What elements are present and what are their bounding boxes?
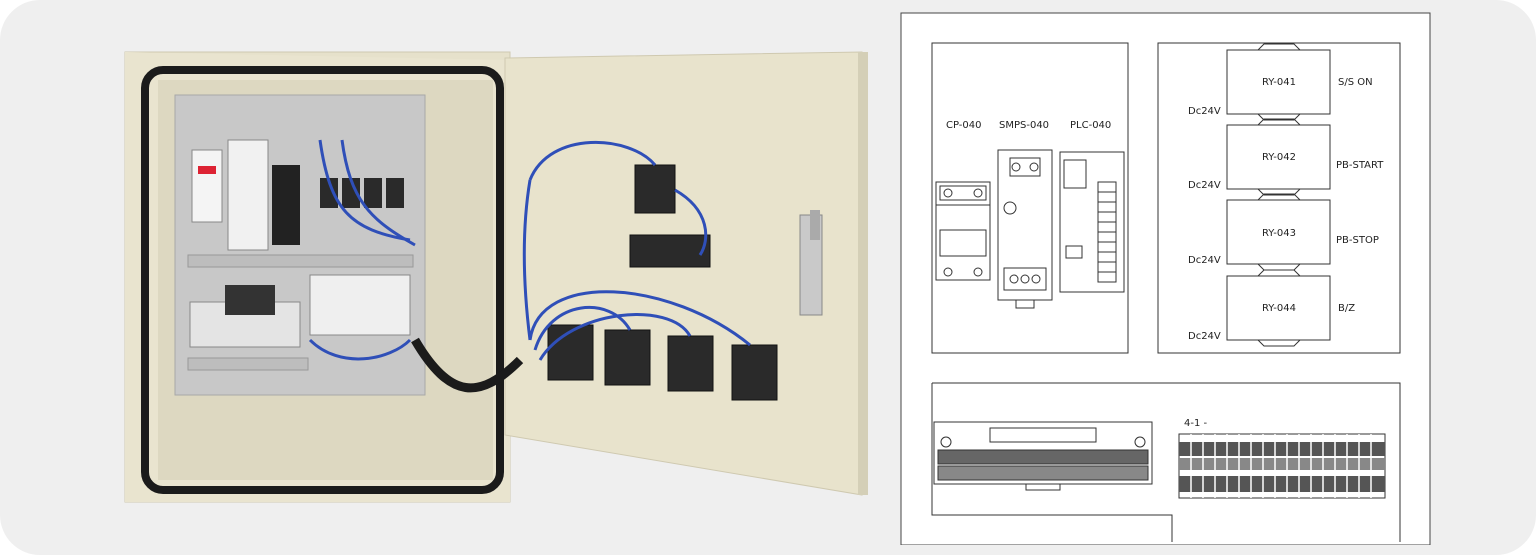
- relay-supply-043: Dc24V: [1188, 255, 1221, 266]
- connector-terminal-block: [933, 421, 1153, 491]
- relay-function-042: PB-START: [1336, 160, 1384, 171]
- relay-panel: RY-041 S/S ON Dc24V RY-042 PB-START Dc24…: [1157, 42, 1401, 354]
- terminal-panel: 4-1 -: [931, 382, 1401, 542]
- smps-drawing: [997, 149, 1053, 309]
- relay-function-043: PB-STOP: [1336, 235, 1379, 246]
- relay-name-041: RY-041: [1262, 77, 1296, 88]
- terminal-label: 4-1 -: [1184, 418, 1208, 429]
- relay-ry-041: RY-041 S/S ON Dc24V: [1188, 43, 1373, 121]
- relay-ry-044: RY-044 B/Z Dc24V: [1188, 269, 1355, 347]
- device-label-plc: PLC-040: [1070, 120, 1111, 131]
- device-label-cp: CP-040: [946, 120, 982, 131]
- relay-supply-044: Dc24V: [1188, 331, 1221, 342]
- cabinet-body: [124, 51, 511, 503]
- control-cabinet-photo: [124, 51, 868, 503]
- cabinet-door: [411, 51, 868, 496]
- wiring-schematic: CP-040 SMPS-040 PLC-040: [900, 12, 1431, 545]
- relay-name-042: RY-042: [1262, 152, 1296, 163]
- relay-ry-042: RY-042 PB-START Dc24V: [1188, 118, 1384, 196]
- circuit-protector-drawing: [935, 181, 991, 281]
- relay-supply-042: Dc24V: [1188, 180, 1221, 191]
- relay-supply-041: Dc24V: [1188, 106, 1221, 117]
- relay-name-043: RY-043: [1262, 228, 1296, 239]
- din-terminal-strip: [1178, 433, 1386, 499]
- relay-function-041: S/S ON: [1338, 77, 1373, 88]
- plc-drawing: [1059, 151, 1125, 293]
- device-label-smps: SMPS-040: [999, 120, 1049, 131]
- relay-name-044: RY-044: [1262, 303, 1296, 314]
- relay-function-044: B/Z: [1338, 303, 1355, 314]
- device-panel: CP-040 SMPS-040 PLC-040: [931, 42, 1129, 354]
